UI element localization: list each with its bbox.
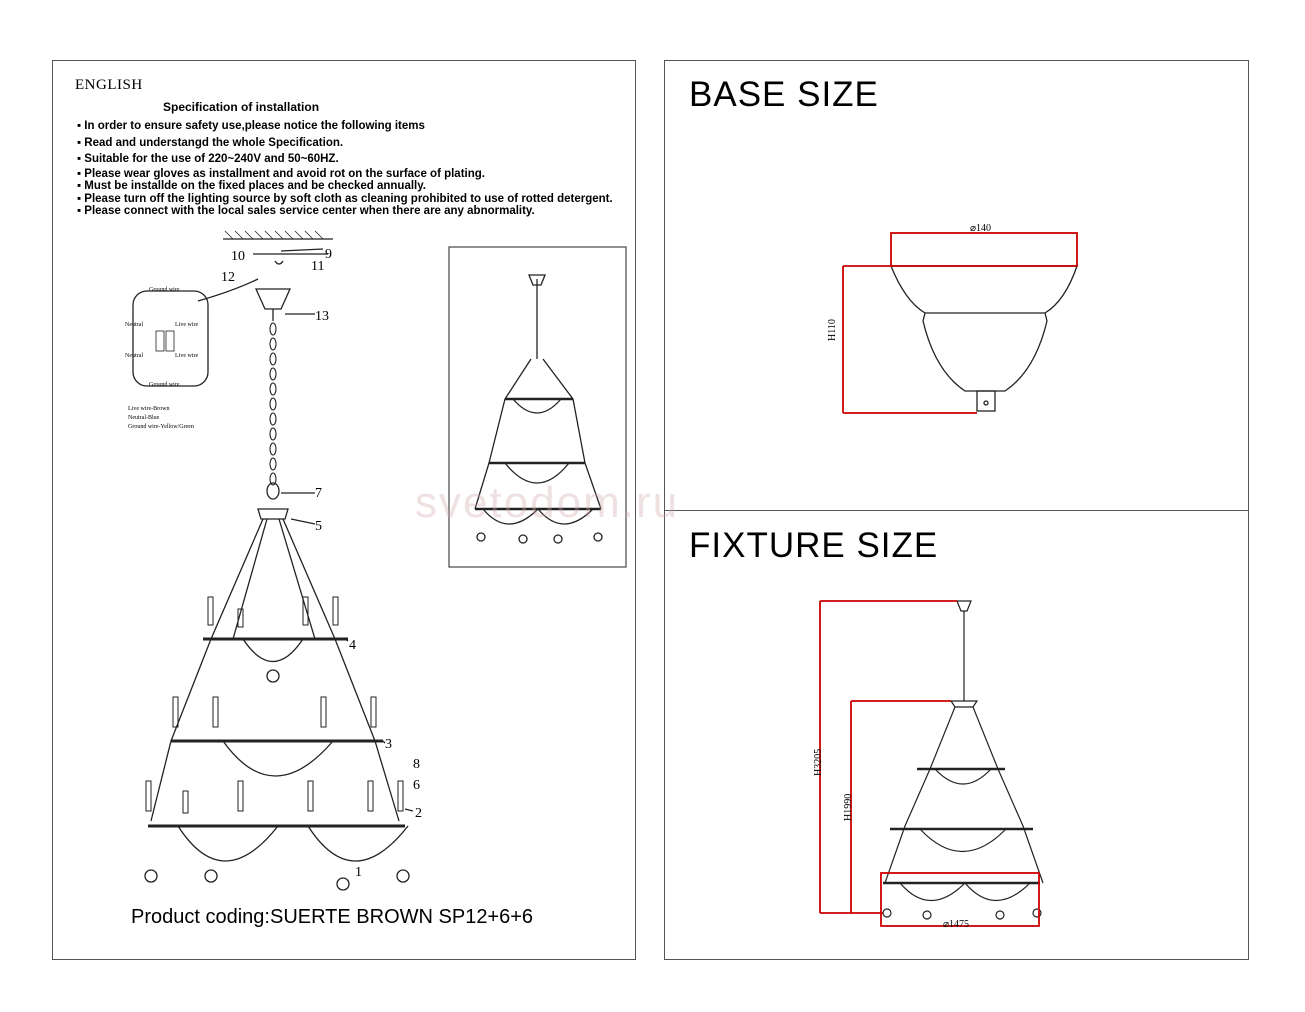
watermark: svetodom.ru: [415, 478, 680, 527]
spec-item: ▪ In order to ensure safety use,please n…: [77, 120, 425, 132]
wiring-label: Live wire: [175, 322, 198, 328]
fixture-height-total-label: H3205: [813, 749, 824, 776]
fixture-diameter-label: ⌀1475: [943, 919, 969, 930]
spec-item: ▪ Please turn off the lighting source by…: [77, 192, 613, 205]
callout-number: 10: [231, 249, 245, 264]
callout-number: 6: [413, 778, 420, 793]
size-panel: BASE SIZE FIXTURE SIZE ⌀140 H110: [664, 60, 1249, 960]
callout-number: 7: [315, 486, 322, 501]
spec-item: ▪ Please connect with the local sales se…: [77, 205, 535, 217]
base-size-title: BASE SIZE: [689, 75, 879, 114]
spec-item: ▪ Read and understangd the whole Specifi…: [77, 136, 344, 149]
wiring-legend: Neutral-Blue: [128, 415, 160, 421]
callout-number: 12: [221, 270, 235, 285]
product-coding: Product coding:SUERTE BROWN SP12+6+6: [131, 906, 534, 928]
installation-panel: ENGLISH Specification of installation ▪ …: [52, 60, 636, 960]
callout-number: 8: [413, 757, 420, 772]
callout-number: 4: [349, 638, 356, 653]
callout-number: 3: [385, 737, 392, 752]
wiring-legend: Live wire-Brown: [128, 406, 170, 412]
fixture-height-body-label: H1990: [843, 794, 854, 821]
base-diameter-label: ⌀140: [970, 223, 991, 234]
callout-number: 1: [355, 865, 362, 880]
callout-number: 13: [315, 309, 329, 324]
spec-title: Specification of installation: [163, 100, 320, 114]
callout-number: 2: [415, 806, 422, 821]
size-drawings: ⌀140 H110 H3205 H1990: [813, 223, 1078, 930]
wiring-legend: Ground wire-Yellow/Green: [128, 424, 194, 430]
panel-divider: [665, 510, 1248, 511]
spec-list: ▪ In order to ensure safety use,please n…: [77, 118, 613, 218]
installation-drawing: Ground wire Neutral Live wire Neutral Li…: [125, 230, 627, 891]
base-height-label: H110: [827, 319, 838, 341]
spec-item: ▪ Please wear gloves as installment and …: [77, 167, 485, 180]
wiring-label: Neutral: [125, 353, 143, 359]
fixture-size-title: FIXTURE SIZE: [689, 526, 939, 565]
wiring-label: Neutral: [125, 322, 143, 328]
callout-number: 9: [325, 247, 332, 262]
wiring-label: Ground wire: [149, 382, 180, 388]
callout-number: 11: [311, 259, 324, 274]
spec-item: ▪ Must be installde on the fixed places …: [77, 180, 426, 192]
callout-number: 5: [315, 519, 322, 534]
language-label: ENGLISH: [75, 77, 143, 93]
wiring-label: Ground wire: [149, 287, 180, 293]
spec-item: ▪ Suitable for the use of 220~240V and 5…: [77, 153, 339, 165]
wiring-label: Live wire: [175, 353, 198, 359]
